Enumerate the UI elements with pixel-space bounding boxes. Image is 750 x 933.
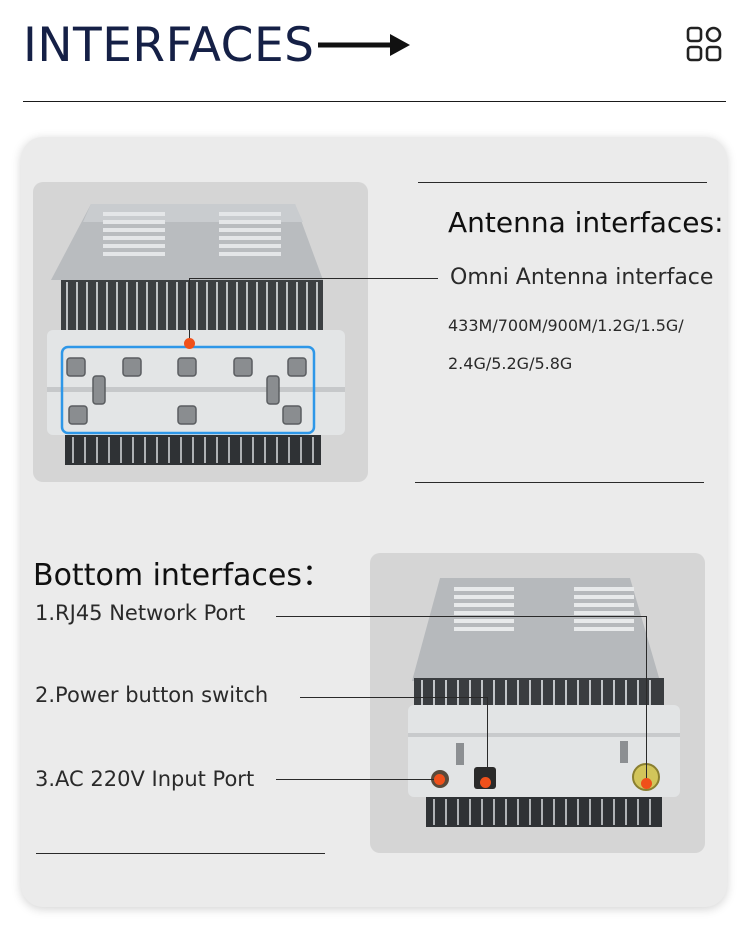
grid-menu-icon[interactable]	[686, 26, 722, 62]
antenna-product-photo	[33, 182, 368, 482]
antenna-freq-line1: 433M/700M/900M/1.2G/1.5G/	[448, 316, 684, 335]
bottom-item-ac: 3.AC 220V Input Port	[35, 767, 255, 791]
antenna-subheading: Omni Antenna interface	[450, 265, 714, 290]
bottom-item-rj45: 1.RJ45 Network Port	[35, 601, 246, 625]
antenna-marker-dot	[184, 338, 195, 349]
ac-marker-dot	[434, 774, 445, 785]
bottom-product-photo	[370, 553, 705, 853]
rj45-marker-dot	[641, 778, 652, 789]
antenna-heading: Antenna interfaces:	[448, 206, 724, 239]
rj45-callout-line	[276, 616, 646, 617]
header-divider	[23, 101, 726, 102]
antenna-callout-line	[189, 278, 438, 279]
bottom-item-power: 2.Power button switch	[35, 683, 269, 707]
antenna-top-rule	[418, 182, 707, 183]
bottom-rule	[36, 853, 325, 854]
bottom-heading: Bottom interfaces：	[33, 558, 333, 593]
power-callout-drop	[487, 697, 488, 782]
page-title: INTERFACES	[23, 18, 315, 73]
antenna-freq-line2: 2.4G/5.2G/5.8G	[448, 354, 573, 373]
ac-callout-line	[276, 779, 439, 780]
power-callout-line	[300, 697, 487, 698]
antenna-bottom-rule	[415, 482, 704, 483]
arrow-right-icon	[318, 34, 410, 56]
rj45-callout-drop	[646, 616, 647, 783]
power-marker-dot	[480, 777, 491, 788]
antenna-callout-drop	[189, 278, 190, 343]
